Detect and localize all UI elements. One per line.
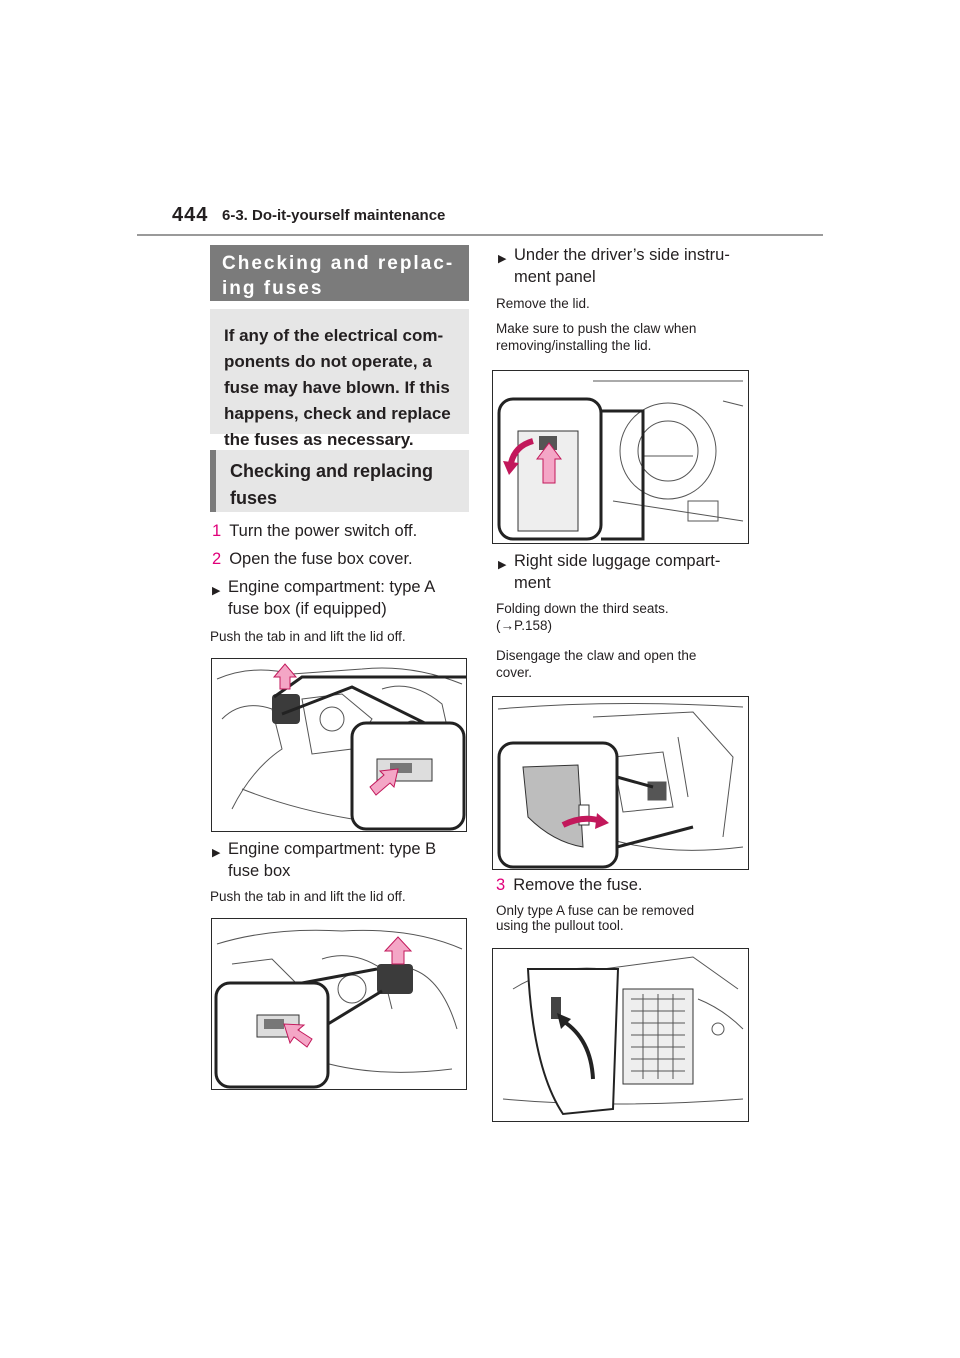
bullet-instrument-panel: Under the driver’s side instru- ment pan… (496, 244, 776, 288)
arrow-up-icon (283, 1023, 313, 1048)
main-heading: Checking and replac- ing fuses (210, 245, 469, 301)
step-2: 2 Open the fuse box cover. (212, 548, 413, 570)
step-3: 3 Remove the fuse. (496, 874, 643, 896)
header-divider (137, 234, 823, 236)
section-title: 6-3. Do-it-yourself maintenance (222, 207, 446, 224)
figure-engine-type-a (211, 658, 467, 832)
step-text: Turn the power switch off. (229, 522, 418, 540)
figure-luggage (492, 696, 749, 870)
bullet-type-b: Engine compartment: type B fuse box (210, 838, 490, 882)
arrow-curved-icon (508, 438, 534, 464)
note-fold-seats: Folding down the third seats. (→P.158) (496, 601, 669, 633)
intro-box: If any of the electrical com- ponents do… (210, 309, 469, 449)
step-text: Remove the fuse. (513, 876, 643, 894)
step-number: 1 (212, 522, 222, 540)
note-type-a: Push the tab in and lift the lid off. (210, 629, 406, 644)
bullet-type-a: Engine compartment: type A fuse box (if … (210, 576, 490, 620)
arrow-up-icon (272, 663, 298, 690)
arrow-up-icon (383, 936, 413, 965)
note-pullout-tool: Only type A fuse can be removed using th… (496, 903, 695, 933)
sub-heading: Checking and replacing fuses (210, 450, 469, 512)
arrow-up-icon (369, 768, 399, 796)
arrow-curved-icon (561, 1019, 595, 1080)
step-number: 3 (496, 876, 506, 894)
note-disengage-claw: Disengage the claw and open the cover. (496, 648, 697, 680)
figure-instrument-panel (492, 370, 749, 544)
page-number: 444 (172, 204, 209, 226)
arrow-up-icon (536, 442, 562, 484)
note-push-claw: Make sure to push the claw when removing… (496, 321, 697, 353)
figure-fuse-box (492, 948, 749, 1122)
step-text: Open the fuse box cover. (229, 550, 413, 568)
step-number: 2 (212, 550, 222, 568)
step-1: 1 Turn the power switch off. (212, 520, 417, 542)
bullet-luggage: Right side luggage compart- ment (496, 550, 776, 594)
figure-engine-type-b (211, 918, 467, 1090)
note-type-b: Push the tab in and lift the lid off. (210, 889, 406, 904)
note-remove-lid: Remove the lid. (496, 296, 590, 311)
